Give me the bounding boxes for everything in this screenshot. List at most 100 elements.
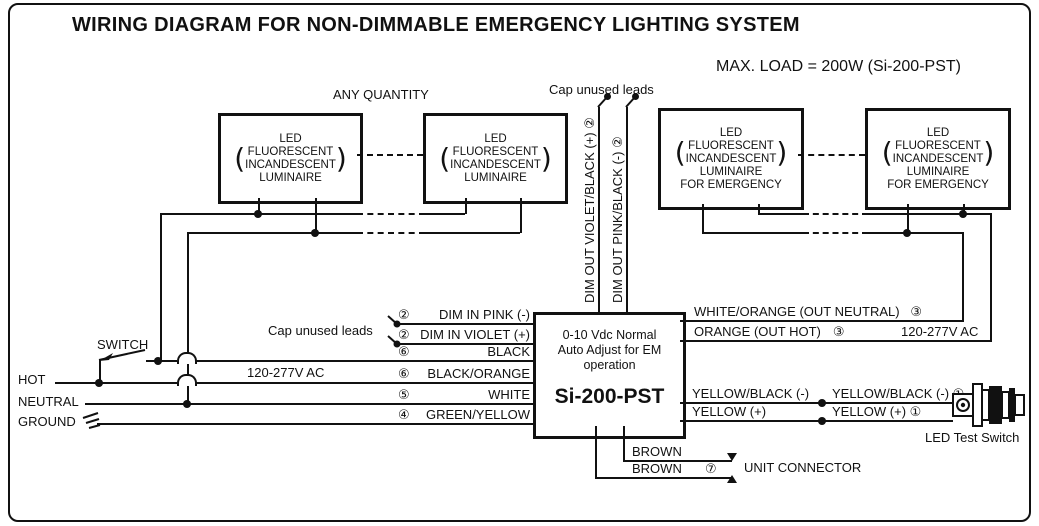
paren-open: (: [881, 135, 893, 169]
unit-connector-label: UNIT CONNECTOR: [744, 460, 862, 475]
wire-bus-em-hot: [868, 213, 990, 215]
paren-close: ): [776, 135, 788, 169]
luminaire-paren-group: ( FLUORESCENT INCANDESCENT ): [881, 135, 995, 169]
hot-label: HOT: [18, 372, 46, 387]
em-luminaire3-lead: [702, 204, 704, 233]
wire-label-brown-top: BROWN: [632, 444, 682, 459]
luminaire-box-4-emergency: LED ( FLUORESCENT INCANDESCENT ) LUMINAI…: [865, 108, 1011, 210]
wire-number: ②: [398, 327, 410, 342]
luminaire2-lead: [465, 198, 467, 214]
wire-number: ②: [582, 117, 597, 129]
luminaire-label: LUMINAIRE: [464, 171, 527, 184]
wire-out-hot-riser: [990, 213, 992, 342]
wire-bus-switched-hot-dashed: [357, 213, 425, 215]
wire-dim-in-violet: [397, 343, 533, 345]
wire-label-yellow-left: YELLOW (+): [692, 404, 767, 419]
wire-name: WHITE/ORANGE (OUT NEUTRAL): [694, 304, 900, 319]
em-luminaire-continuation-dashed: [798, 154, 865, 156]
wire-label-dim-out-violet-black: DIM OUT VIOLET/BLACK (+) ②: [582, 117, 597, 303]
luminaire1-lead: [315, 198, 317, 233]
wire-feed-neutral: [187, 232, 189, 404]
wire-number: ②: [398, 307, 410, 322]
luminaire-emergency-label: FOR EMERGENCY: [887, 178, 989, 191]
luminaire-paren-group: ( FLUORESCENT INCANDESCENT ): [234, 141, 347, 175]
luminaire-type: INCANDESCENT: [245, 158, 336, 171]
page-title: WIRING DIAGRAM FOR NON-DIMMABLE EMERGENC…: [72, 14, 800, 36]
wire-hop: [177, 352, 197, 364]
luminaire-box-1: LED ( FLUORESCENT INCANDESCENT ) LUMINAI…: [218, 113, 363, 204]
wire-label-brown-bottom: BROWN: [632, 461, 682, 476]
wire-bus-em-hot: [758, 213, 803, 215]
wire-yellow-black: [680, 402, 953, 404]
wire-name: ORANGE (OUT HOT): [694, 324, 821, 339]
wire-hop: [177, 374, 197, 386]
capped-lead: [387, 335, 401, 348]
wire-bus-em-neutral: [868, 232, 962, 234]
wire-label-black-orange: ⑥ BLACK/ORANGE: [398, 366, 530, 381]
wire-label-green-yellow: ④ GREEN/YELLOW: [398, 407, 530, 422]
junction-dot: [311, 229, 319, 237]
cap-unused-leads-left-note: Cap unused leads: [268, 323, 373, 338]
wire-number: ③: [910, 304, 922, 319]
controller-description: 0-10 Vdc Normal: [562, 328, 657, 342]
wire-yellow: [680, 420, 953, 422]
paren-close: ): [983, 135, 995, 169]
paren-open: (: [234, 141, 246, 175]
luminaire-paren-group: ( FLUORESCENT INCANDESCENT ): [674, 135, 788, 169]
luminaire-type: INCANDESCENT: [892, 152, 984, 165]
wire-number: ④: [398, 407, 410, 422]
wire-bus-neutral: [425, 232, 520, 234]
wire-number: ⑦: [705, 461, 717, 476]
wire-name: WHITE: [488, 387, 530, 402]
wire-bus-em-neutral-dashed: [803, 232, 868, 234]
wire-number: ⑥: [398, 344, 410, 359]
luminaire-type: FLUORESCENT: [895, 139, 981, 152]
wire-dim-out-violet-black: [598, 107, 600, 312]
luminaire1-lead: [258, 198, 260, 214]
wire-number: ⑥: [398, 366, 410, 381]
led-test-switch-label: LED Test Switch: [925, 430, 1020, 445]
em-luminaire4-lead: [963, 204, 965, 214]
wire-dim-in-pink: [397, 323, 533, 325]
wire-name: DIM IN PINK (-): [439, 307, 530, 322]
wire-name: DIM IN VIOLET (+): [420, 327, 530, 342]
wire-bus-neutral: [187, 232, 357, 234]
wire-number: ③: [832, 324, 845, 339]
junction-dot: [154, 357, 162, 365]
controller-description: operation: [583, 358, 636, 372]
wire-black-orange: [55, 382, 177, 384]
wire-bus-switched-hot: [425, 213, 465, 215]
controller-description: Auto Adjust for EM: [557, 343, 662, 357]
ground-symbol: [82, 412, 101, 429]
wire-number: ⑤: [398, 387, 410, 402]
unit-connector-symbol: [727, 453, 737, 483]
paren-open: (: [674, 135, 686, 169]
paren-close: ): [540, 141, 552, 175]
wire-label-black: ⑥ BLACK: [398, 344, 530, 359]
wire-bus-em-neutral: [702, 232, 803, 234]
paren-open: (: [439, 141, 451, 175]
luminaire-emergency-label: FOR EMERGENCY: [680, 178, 782, 191]
wire-label-out-hot: ORANGE (OUT HOT) ③: [694, 324, 845, 339]
luminaire-type: LED: [484, 132, 507, 145]
junction-dot: [903, 229, 911, 237]
luminaire2-lead: [520, 198, 522, 233]
luminaire-type: FLUORESCENT: [688, 139, 774, 152]
luminaire-continuation-dashed: [357, 154, 423, 156]
wire-name: DIM OUT PINK/BLACK (-): [610, 151, 625, 303]
luminaire-label: LUMINAIRE: [699, 165, 763, 178]
wire-name: BLACK: [487, 344, 530, 359]
luminaire-label: LUMINAIRE: [906, 165, 970, 178]
wire-out-neutral-riser: [962, 232, 964, 322]
paren-close: ): [335, 141, 347, 175]
wire-brown-bottom: [595, 477, 732, 479]
luminaire-type: LED: [719, 126, 743, 139]
wire-name: DIM OUT VIOLET/BLACK (+): [582, 132, 597, 303]
luminaire-box-2: LED ( FLUORESCENT INCANDESCENT ) LUMINAI…: [423, 113, 568, 204]
wire-dim-out-pink-black: [626, 107, 628, 312]
wire-label-out-neutral: WHITE/ORANGE (OUT NEUTRAL) ③: [694, 304, 922, 319]
wire-green-yellow: [97, 423, 533, 425]
junction-dot: [818, 417, 826, 425]
wire-number: ②: [610, 136, 625, 148]
